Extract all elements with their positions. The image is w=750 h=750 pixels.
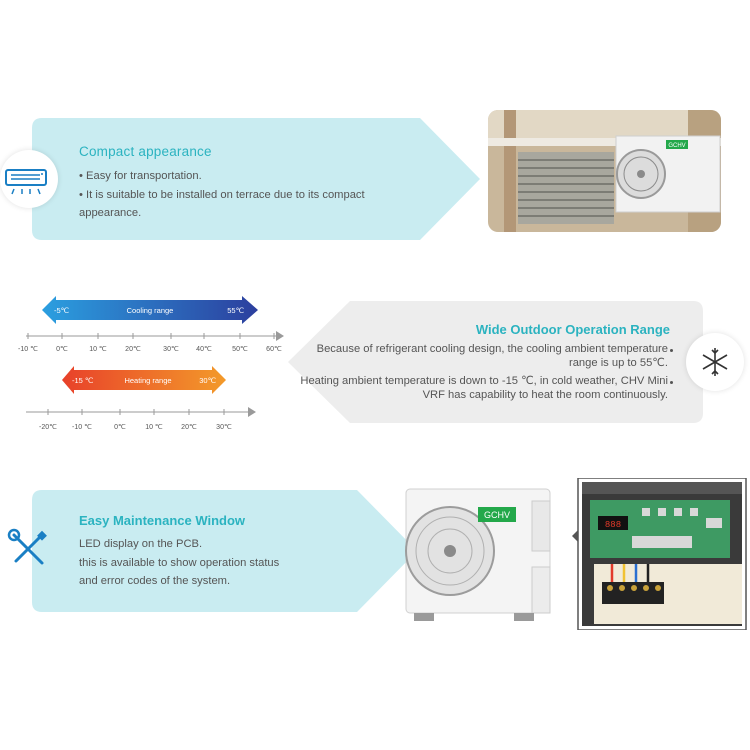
- wrench-screwdriver-icon: [0, 521, 58, 579]
- bullet-list: • Easy for transportation. • It is suita…: [79, 167, 409, 223]
- svg-text:GCHV: GCHV: [484, 510, 510, 520]
- paragraph: Heating ambient temperature is down to -…: [300, 375, 668, 401]
- cooling-tick: -10 ℃: [18, 346, 38, 353]
- cooling-tick: 50℃: [232, 346, 248, 353]
- section-title: Easy Maintenance Window: [79, 513, 246, 528]
- heating-tick: -10 ℃: [72, 424, 92, 431]
- maintenance-banner: [32, 490, 417, 612]
- cooling-tick: 40℃: [196, 346, 212, 353]
- bullet-dot: [670, 381, 673, 384]
- section-title: Compact appearance: [79, 144, 212, 159]
- cooling-tick: 0℃: [56, 346, 68, 353]
- cooling-range-label: Cooling range: [127, 306, 174, 315]
- heating-tick: 0℃: [114, 424, 126, 431]
- cooling-max-label: 55℃: [227, 306, 244, 315]
- paragraph: Because of refrigerant cooling design, t…: [316, 343, 668, 369]
- paragraph-list: Because of refrigerant cooling design, t…: [300, 342, 668, 406]
- bullet-dot: [670, 349, 673, 352]
- heating-min-label: -15 ℃: [72, 376, 94, 385]
- cooling-range-bar: [42, 296, 258, 324]
- air-conditioner-icon: [0, 150, 58, 208]
- heating-tick: 10 ℃: [145, 424, 163, 431]
- heating-range-label: Heating range: [124, 376, 171, 385]
- heating-tick: 20℃: [181, 424, 197, 431]
- heating-range-bar: [62, 366, 226, 394]
- section-title: Wide Outdoor Operation Range: [475, 322, 670, 337]
- heating-tick: -20℃: [39, 424, 57, 431]
- line-list: LED display on the PCB. this is availabl…: [79, 535, 339, 591]
- list-item: • It is suitable to be installed on terr…: [79, 188, 365, 220]
- cooling-min-label: -5℃: [54, 306, 70, 315]
- svg-text:888: 888: [605, 520, 621, 530]
- operation-range-banner: [288, 301, 703, 423]
- heating-max-label: 30℃: [199, 376, 216, 385]
- list-item: and error codes of the system.: [79, 575, 231, 587]
- outdoor-unit-image: GCHV: [404, 487, 554, 623]
- cooling-tick: 60℃: [266, 346, 282, 353]
- cooling-tick: 30℃: [163, 346, 179, 353]
- installation-photo: GCHV: [488, 110, 721, 232]
- pcb-photo: 888: [572, 477, 748, 631]
- list-item: LED display on the PCB.: [79, 538, 203, 550]
- svg-text:GCHV: GCHV: [668, 143, 685, 149]
- snowflake-sun-icon: [686, 333, 744, 391]
- cooling-tick: 10 ℃: [89, 346, 107, 353]
- cooling-tick: 20℃: [125, 346, 141, 353]
- compact-appearance-banner: [32, 118, 480, 240]
- list-item: • Easy for transportation.: [79, 170, 202, 182]
- temperature-range-chart: -5℃ Cooling range 55℃ -10 ℃ 0℃ 10 ℃ 20℃ …: [14, 292, 294, 437]
- list-item: this is available to show operation stat…: [79, 556, 280, 569]
- heating-tick: 30℃: [216, 424, 232, 431]
